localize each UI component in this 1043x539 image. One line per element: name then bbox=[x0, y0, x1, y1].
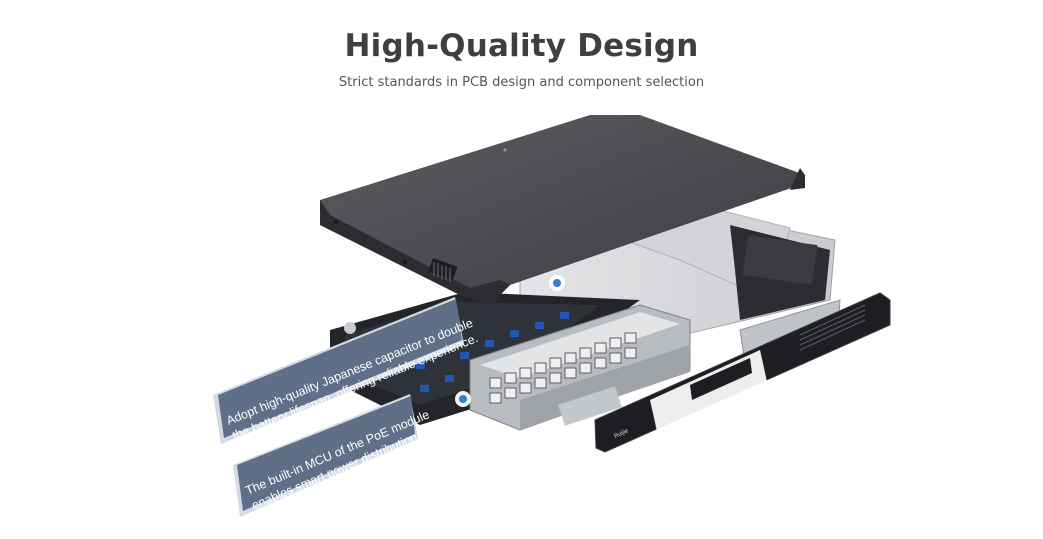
brand-label: Ruijie bbox=[613, 428, 630, 440]
front-faceplate: Ruijie bbox=[594, 292, 891, 453]
callout-marker-capacitor bbox=[549, 275, 565, 291]
page-title: High-Quality Design bbox=[344, 28, 699, 64]
rj45-port-block bbox=[469, 210, 691, 431]
chassis-lid bbox=[320, 115, 805, 305]
callout-box-capacitor bbox=[213, 297, 464, 444]
callout-marker-mcu bbox=[455, 391, 471, 407]
page-subtitle: Strict standards in PCB design and compo… bbox=[338, 75, 705, 90]
callout-box-mcu bbox=[233, 394, 418, 517]
